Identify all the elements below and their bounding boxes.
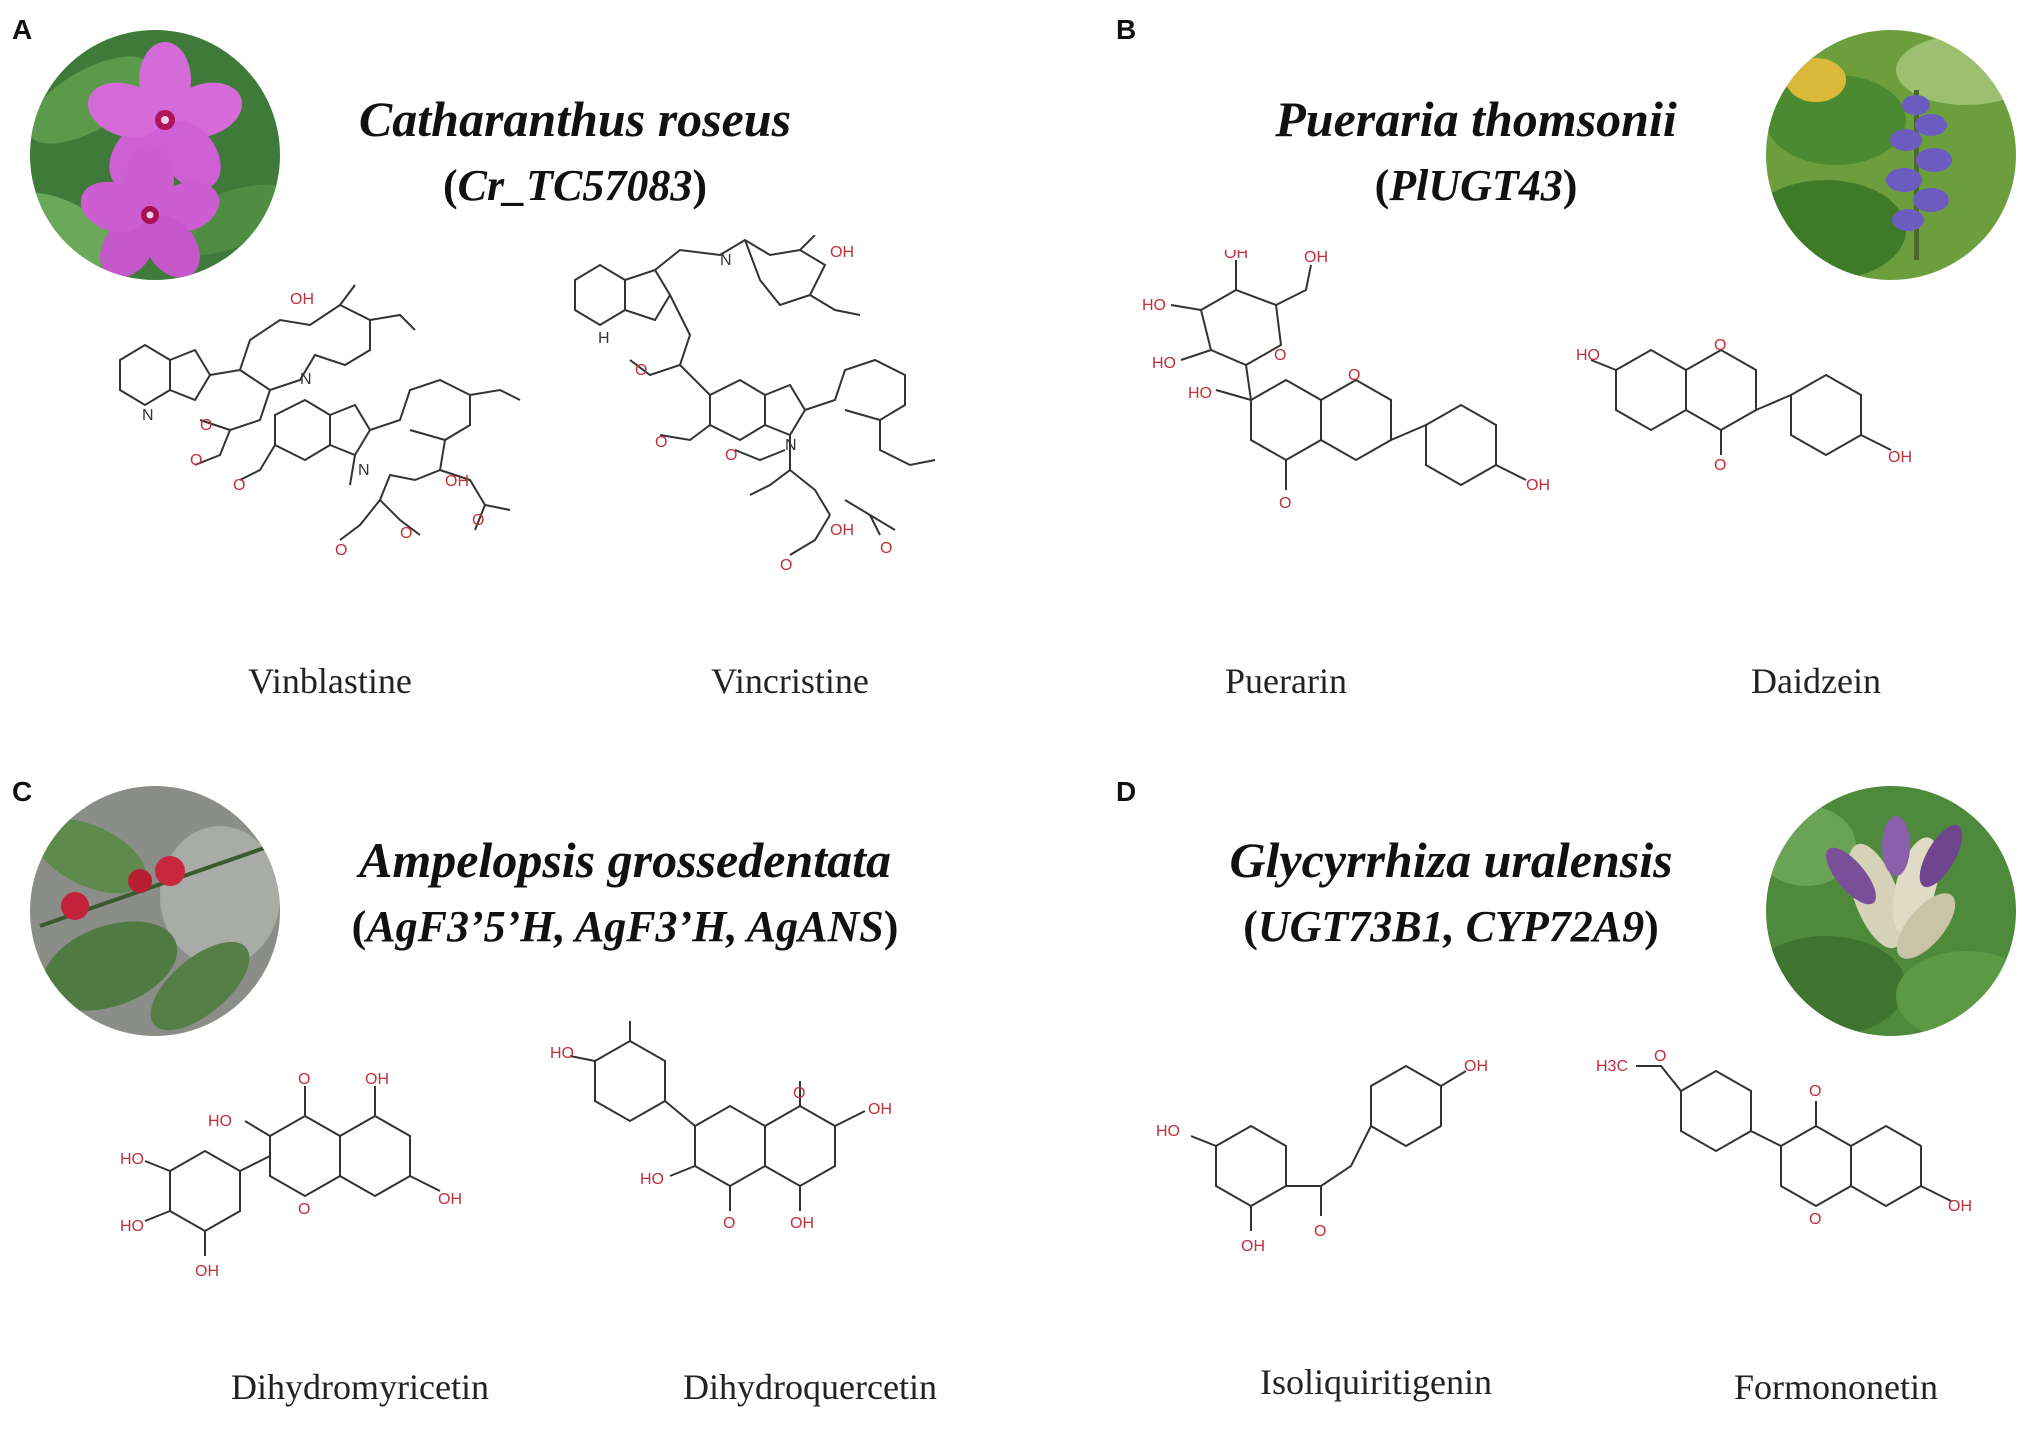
svg-text:O: O <box>298 1071 310 1088</box>
svg-text:OH: OH <box>1464 1058 1488 1075</box>
compound-name: Dihydroquercetin <box>683 1367 937 1407</box>
svg-text:O: O <box>335 542 347 559</box>
svg-text:OH: OH <box>620 1016 644 1020</box>
svg-text:O: O <box>1809 1211 1821 1228</box>
panel-letter: C <box>12 776 33 807</box>
ampelopsis-photo <box>30 786 280 1036</box>
svg-text:OH: OH <box>1241 1238 1265 1255</box>
dihydroquercetin-structure: OH HO O OH HO O OH <box>550 1016 1010 1356</box>
svg-text:OH: OH <box>438 1191 462 1208</box>
svg-text:O: O <box>1279 495 1291 512</box>
isoliquiritigenin-structure: HO OH O OH <box>1156 1046 1586 1336</box>
svg-text:O: O <box>780 557 792 574</box>
gene-label: (PlUGT43) <box>1374 161 1578 210</box>
compound-name: Dihydromyricetin <box>231 1367 489 1407</box>
svg-text:HO: HO <box>1156 1123 1180 1140</box>
puerarin-structure: OH OH HO HO O HO O O OH <box>1136 250 1586 630</box>
svg-text:O: O <box>1809 1083 1821 1100</box>
svg-text:O: O <box>200 417 212 434</box>
svg-text:O: O <box>723 1215 735 1232</box>
compound-name: Daidzein <box>1751 661 1881 701</box>
compound-name: Puerarin <box>1225 661 1347 701</box>
panel-letter: D <box>1116 776 1137 807</box>
svg-text:HO: HO <box>550 1045 574 1062</box>
svg-text:O: O <box>1714 337 1726 354</box>
glycyrrhiza-photo <box>1766 786 2016 1036</box>
svg-text:HO: HO <box>1152 355 1176 372</box>
species-name: Glycyrrhiza uralensis <box>1229 832 1673 888</box>
svg-text:HO: HO <box>1188 385 1212 402</box>
compound-name: Vincristine <box>711 661 869 701</box>
svg-text:OH: OH <box>868 1101 892 1118</box>
svg-text:HO: HO <box>1142 297 1166 314</box>
svg-text:O: O <box>655 434 667 451</box>
svg-text:O: O <box>298 1201 310 1218</box>
species-name: Ampelopsis grossedentata <box>359 832 891 888</box>
svg-text:OH: OH <box>830 522 854 539</box>
catharanthus-photo <box>30 30 280 280</box>
svg-text:HO: HO <box>120 1151 144 1168</box>
gene-label: (UGT73B1, CYP72A9) <box>1243 902 1659 951</box>
svg-text:OH: OH <box>365 1071 389 1088</box>
svg-text:OH: OH <box>830 244 854 261</box>
gene-label: (Cr_TC57083) <box>442 161 707 210</box>
svg-text:O: O <box>725 447 737 464</box>
svg-text:N: N <box>785 437 797 454</box>
svg-text:O: O <box>793 1085 805 1102</box>
panel-d: D Glycyrrhiza uralensis (UGT73B1, CYP72A… <box>1016 716 2032 1432</box>
gene-names: PlUGT43 <box>1389 161 1563 210</box>
panel-a: A Catharanthus r <box>0 0 1016 716</box>
svg-text:O: O <box>1314 1223 1326 1240</box>
svg-text:O: O <box>880 540 892 557</box>
compound-name: Vinblastine <box>248 661 412 701</box>
svg-text:N: N <box>142 407 154 424</box>
gene-names: Cr_TC57083 <box>457 161 693 210</box>
svg-text:OH: OH <box>1224 250 1248 262</box>
vincristine-structure: OH N H O O N O OH O O <box>560 235 1020 635</box>
panel-letter: A <box>12 14 33 45</box>
svg-text:HO: HO <box>208 1113 232 1130</box>
svg-text:OH: OH <box>790 1215 814 1232</box>
svg-text:OH: OH <box>195 1263 219 1280</box>
svg-text:N: N <box>720 252 732 269</box>
svg-text:O: O <box>1714 457 1726 474</box>
daidzein-structure: HO O O OH <box>1576 330 2026 570</box>
svg-text:O: O <box>1654 1048 1666 1065</box>
species-name: Pueraria thomsonii <box>1275 91 1677 147</box>
svg-text:HO: HO <box>1576 347 1600 364</box>
gene-names: UGT73B1, CYP72A9 <box>1257 902 1645 951</box>
panel-b: B Pueraria thomsonii (PlUGT43) <box>1016 0 2032 716</box>
compound-name: Isoliquiritigenin <box>1260 1362 1492 1402</box>
svg-text:HO: HO <box>120 1218 144 1235</box>
panel-letter: B <box>1116 14 1137 45</box>
svg-text:O: O <box>1348 367 1360 384</box>
svg-text:OH: OH <box>290 291 314 308</box>
svg-text:H: H <box>598 330 610 347</box>
gene-label: (AgF3’5’H, AgF3’H, AgANS) <box>351 902 899 951</box>
svg-text:O: O <box>472 512 484 529</box>
svg-text:O: O <box>233 477 245 494</box>
svg-text:OH: OH <box>1888 449 1912 466</box>
svg-text:O: O <box>190 452 202 469</box>
panel-c: C Ampelopsis grossedentata (AgF3’5’H, Ag… <box>0 716 1016 1432</box>
svg-text:OH: OH <box>1526 477 1550 494</box>
svg-text:OH: OH <box>445 473 469 490</box>
svg-text:OH: OH <box>1304 250 1328 266</box>
dihydromyricetin-structure: O OH HO O OH HO HO OH <box>120 1026 570 1356</box>
svg-text:N: N <box>358 462 370 479</box>
svg-text:HO: HO <box>640 1171 664 1188</box>
vinblastine-structure: OH N N O O O N OH O O O <box>100 280 560 610</box>
svg-text:N: N <box>300 371 312 388</box>
svg-text:OH: OH <box>1948 1198 1972 1215</box>
formononetin-structure: H3C O O O OH <box>1596 1046 2033 1336</box>
svg-text:H3C: H3C <box>1596 1058 1628 1075</box>
svg-text:O: O <box>635 362 647 379</box>
gene-names: AgF3’5’H, AgF3’H, AgANS <box>366 902 884 951</box>
compound-name: Formononetin <box>1734 1367 1938 1407</box>
svg-text:O: O <box>1274 347 1286 364</box>
species-name: Catharanthus roseus <box>358 91 792 147</box>
pueraria-photo <box>1766 30 2016 280</box>
svg-text:O: O <box>400 525 412 542</box>
